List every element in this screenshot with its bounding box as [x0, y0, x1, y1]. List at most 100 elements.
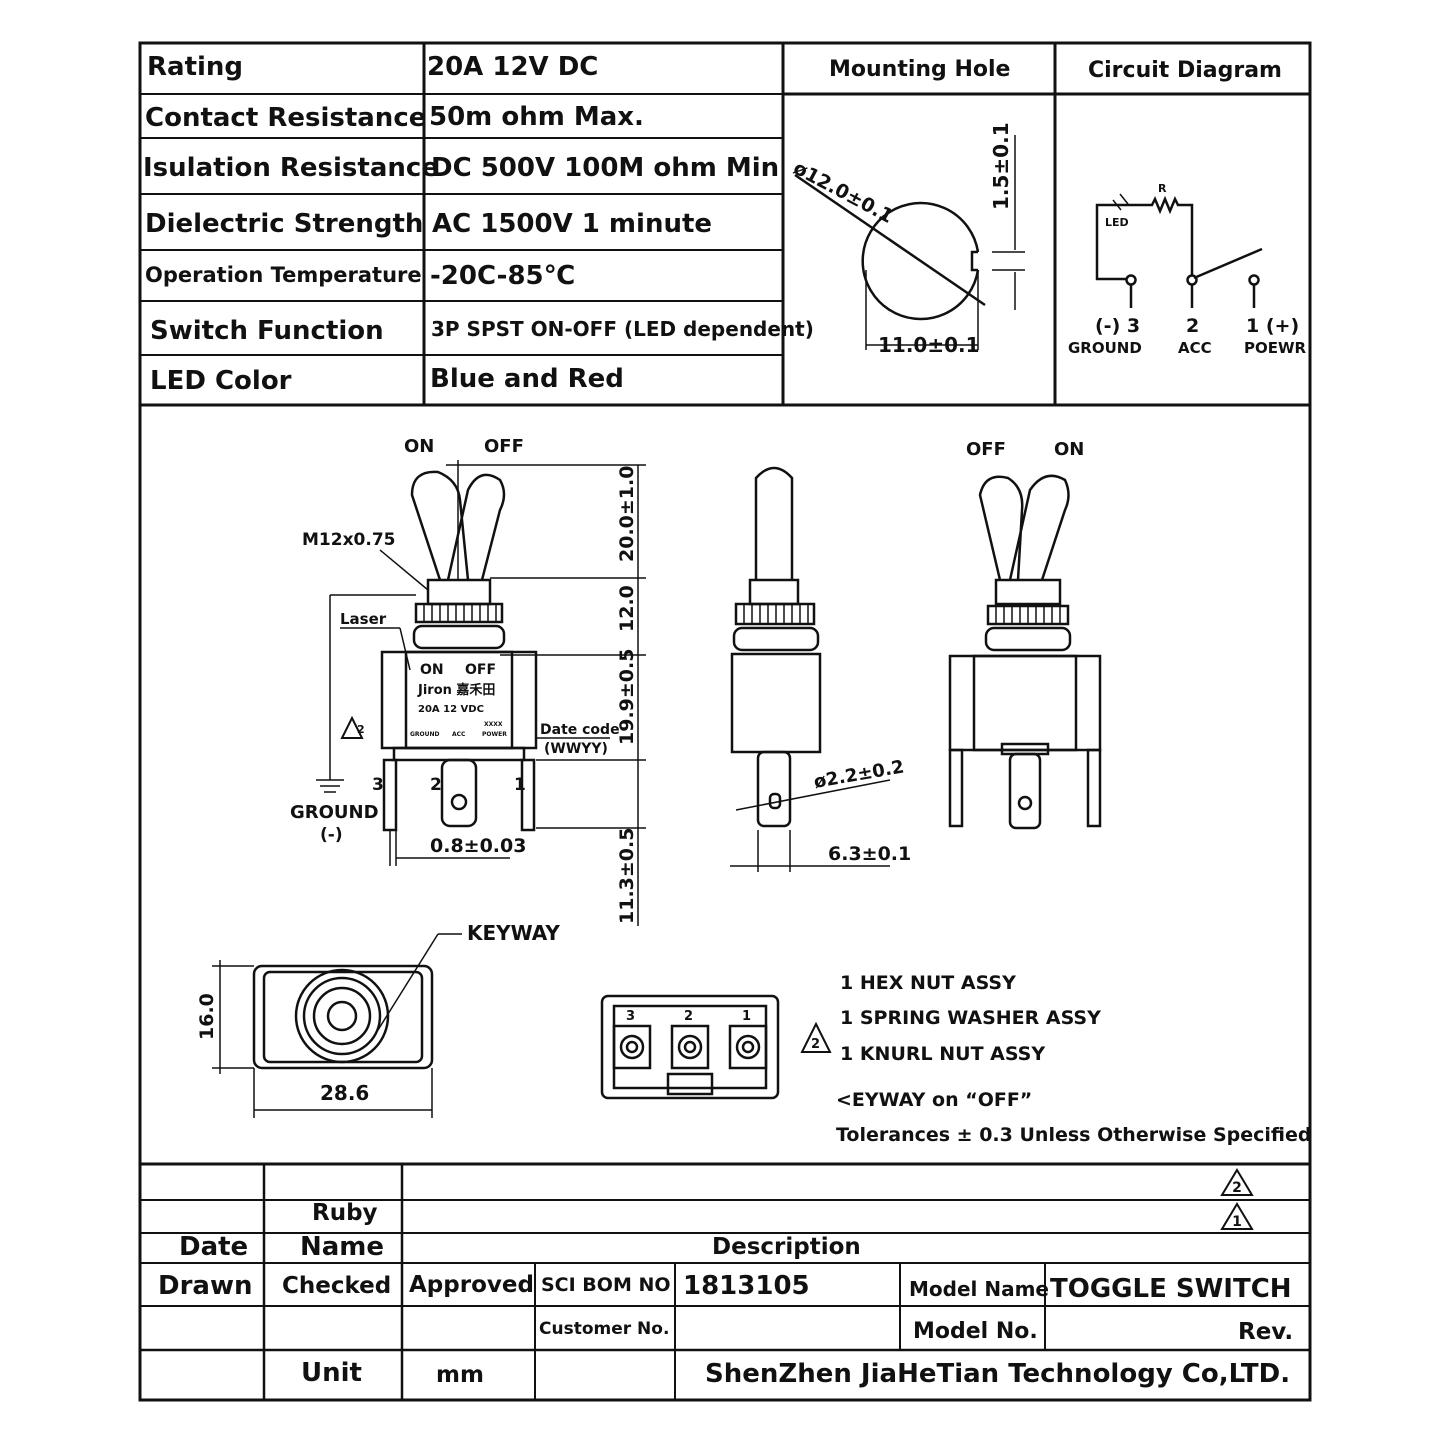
- terminal-2-number: 2: [1186, 315, 1199, 337]
- circuit-drawing: [1095, 193, 1263, 308]
- tb-ruby: Ruby: [312, 1200, 378, 1226]
- led-label: LED: [1105, 216, 1129, 229]
- keyway-label: KEYWAY: [467, 921, 560, 945]
- tb-checked: Checked: [282, 1273, 392, 1299]
- dim-keyway-depth: 1.5±0.1: [989, 122, 1013, 210]
- body-rating: 20A 12 VDC: [418, 704, 484, 715]
- tb-model-name-value: TOGGLE SWITCH: [1050, 1274, 1292, 1304]
- rev-triangle-1: [1220, 1202, 1254, 1230]
- spec-label-dielectric-strength: Dielectric Strength: [145, 209, 424, 239]
- tb-name: Name: [300, 1232, 385, 1262]
- tb-customer-no-label: Customer No.: [539, 1319, 670, 1339]
- mounting-hole-drawing: [794, 135, 1025, 350]
- dim-bushing: 12.0: [616, 585, 638, 632]
- rear-view-drawing: [948, 474, 1102, 830]
- tb-unit-value: mm: [436, 1362, 484, 1388]
- circuit-diagram-header: Circuit Diagram: [1088, 58, 1282, 83]
- outer-frame: [138, 41, 1312, 1402]
- tb-sci-bom-label: SCI BOM NO: [541, 1274, 671, 1296]
- tb-sci-bom-value: 1813105: [683, 1271, 810, 1301]
- spec-value-switch-function: 3P SPST ON-OFF (LED dependent): [431, 317, 814, 341]
- terminal-3-number: (-) 3: [1095, 315, 1140, 337]
- note-knurl-nut: 1 KNURL NUT ASSY: [840, 1043, 1046, 1065]
- rear-off-label: OFF: [966, 439, 1006, 460]
- spec-value-contact-resistance: 50m ohm Max.: [429, 102, 644, 132]
- terminal-view-drawing: [600, 994, 832, 1100]
- spec-value-insulation-resistance: DC 500V 100M ohm Min: [431, 153, 780, 183]
- front-view-drawing: [316, 460, 646, 926]
- top-view-drawing: [212, 933, 462, 1118]
- term-view-1: 1: [742, 1009, 751, 1024]
- term-view-2: 2: [684, 1009, 693, 1024]
- thread-label: M12x0.75: [302, 530, 395, 550]
- laser-label: Laser: [340, 610, 387, 628]
- note-spring-washer: 1 SPRING WASHER ASSY: [840, 1007, 1101, 1029]
- spec-label-insulation-resistance: Isulation Resistance: [143, 153, 439, 183]
- note-tolerance: Tolerances ± 0.3 Unless Otherwise Specif…: [836, 1124, 1312, 1146]
- dim-tab-width: 6.3±0.1: [828, 843, 911, 865]
- terminal-3-name: GROUND: [1068, 339, 1142, 357]
- terminal-1-number: 1 (+): [1246, 315, 1299, 337]
- tb-approved: Approved: [409, 1272, 534, 1298]
- note-hex-nut: 1 HEX NUT ASSY: [840, 972, 1016, 994]
- dim-top-height: 16.0: [196, 993, 218, 1040]
- notes-rev-mark: 2: [811, 1037, 820, 1052]
- dim-terminal-hole: ø2.2±0.2: [812, 756, 905, 793]
- pin-3-number: 3: [372, 775, 384, 795]
- tb-drawn: Drawn: [158, 1271, 253, 1301]
- body-terminal-power: POWER: [482, 731, 507, 738]
- body-brand: Jiron 嘉禾田: [417, 682, 495, 698]
- side-view-drawing: [730, 466, 891, 872]
- rev-triangle-2: [1220, 1168, 1254, 1196]
- tb-company: ShenZhen JiaHeTian Technology Co,LTD.: [705, 1359, 1291, 1389]
- terminal-1-name: POEWR: [1244, 339, 1307, 357]
- body-off-label: OFF: [465, 662, 496, 678]
- dim-hole-width: 11.0±0.1: [878, 333, 980, 357]
- resistor-label: R: [1158, 182, 1167, 195]
- dim-top-width: 28.6: [320, 1081, 369, 1105]
- body-terminal-ground: GROUND: [410, 731, 440, 738]
- dim-hole-diameter: ø12.0±0.1: [790, 157, 897, 228]
- spec-label-operation-temperature: Operation Temperature: [145, 263, 422, 287]
- term-view-3: 3: [626, 1009, 635, 1024]
- spec-value-dielectric-strength: AC 1500V 1 minute: [432, 209, 713, 239]
- spec-label-led-color: LED Color: [150, 366, 292, 396]
- note-keyway: <EYWAY on “OFF”: [836, 1089, 1033, 1111]
- rear-on-label: ON: [1054, 439, 1084, 460]
- tb-description: Description: [712, 1234, 861, 1260]
- tb-rev-label: Rev.: [1238, 1319, 1294, 1345]
- body-terminal-acc: ACC: [452, 731, 466, 738]
- spec-label-rating: Rating: [147, 52, 244, 82]
- spec-value-led-color: Blue and Red: [430, 364, 624, 394]
- date-code-label: Date code: [540, 722, 620, 738]
- spec-label-switch-function: Switch Function: [150, 316, 384, 346]
- rev-mark-1: 1: [1232, 1214, 1242, 1230]
- front-off-label: OFF: [484, 436, 524, 457]
- spec-value-operation-temperature: -20C-85℃: [430, 261, 576, 291]
- tb-model-no-label: Model No.: [913, 1319, 1038, 1344]
- dim-terminal: 11.3±0.5: [616, 828, 638, 924]
- mounting-hole-header: Mounting Hole: [829, 57, 1011, 82]
- body-on-label: ON: [420, 662, 444, 678]
- dim-pin-thickness: 0.8±0.03: [430, 835, 526, 857]
- front-rev-mark: 2: [357, 723, 365, 736]
- terminal-2-name: ACC: [1178, 339, 1212, 357]
- pin-1-number: 1: [514, 775, 526, 795]
- body-code: XXXX: [484, 721, 503, 728]
- drawing-labels: 2 1 ø12.0±0.1 1.5±0.1 11.0±0.1 LED R (-)…: [196, 122, 1307, 1230]
- tb-date: Date: [179, 1232, 249, 1262]
- spec-label-contact-resistance: Contact Resistance: [145, 103, 427, 133]
- spec-value-rating: 20A 12V DC: [427, 52, 599, 82]
- rev-mark-2: 2: [1232, 1180, 1242, 1196]
- tb-unit-label: Unit: [301, 1358, 362, 1388]
- pin-2-number: 2: [430, 775, 442, 795]
- dim-handle: 20.0±1.0: [616, 466, 638, 562]
- tb-model-name-label: Model Name: [909, 1277, 1049, 1301]
- dim-body: 19.9±0.5: [616, 649, 638, 745]
- front-on-label: ON: [404, 436, 434, 457]
- ground-label: GROUND: [290, 802, 379, 823]
- ground-sign: (-): [320, 825, 343, 845]
- date-code-format: (WWYY): [544, 741, 608, 757]
